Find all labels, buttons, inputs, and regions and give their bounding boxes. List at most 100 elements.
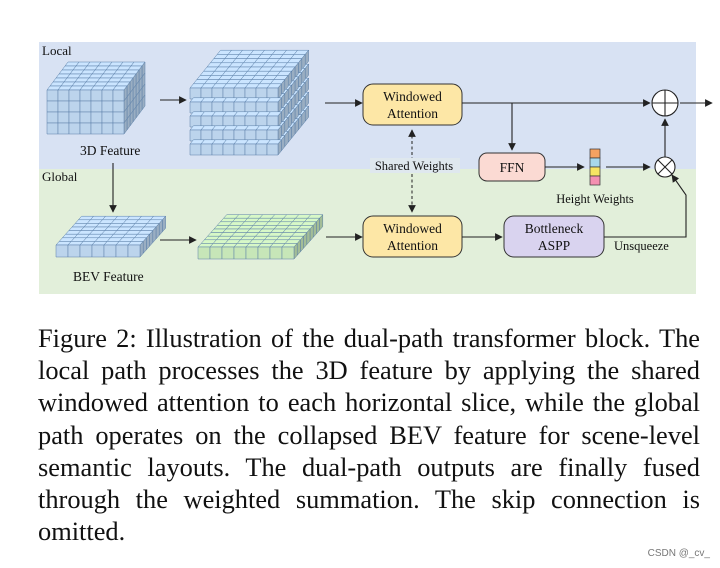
global-label: Global: [42, 169, 78, 184]
height-weight-cell: [589, 166, 601, 177]
cube-cell-front: [255, 101, 268, 114]
cube-cell-front: [211, 143, 224, 156]
cube-cell-front: [68, 122, 81, 135]
cube-cell-front: [222, 87, 235, 100]
cube-cell-front: [233, 101, 246, 114]
bottleneck-line2: ASPP: [538, 238, 570, 253]
cube-cell-front: [91, 244, 105, 258]
cube-cell-front: [244, 115, 257, 128]
cube-cell-front: [255, 143, 268, 156]
bev-feature-processed-grid: [197, 213, 324, 260]
cube-cell-front: [46, 100, 59, 113]
cube-cell-front: [200, 129, 213, 142]
cube-cell-front: [90, 122, 103, 135]
cube-cell-front: [189, 87, 202, 100]
windowed-attention-top-box: [362, 83, 463, 126]
cube-cell-front: [281, 246, 295, 260]
cube-cell-front: [200, 87, 213, 100]
cube-cell-front: [67, 244, 81, 258]
cube-cell-front: [55, 244, 69, 258]
cube-cell-front: [57, 100, 70, 113]
cube-cell-front: [101, 100, 114, 113]
cube-cell-front: [90, 111, 103, 124]
cube-cell-front: [222, 115, 235, 128]
cube-cell-front: [101, 111, 114, 124]
bottleneck-line1: Bottleneck: [525, 221, 584, 236]
cube-cell-front: [211, 87, 224, 100]
cube-cell-front: [244, 101, 257, 114]
cube-cell-front: [233, 143, 246, 156]
cube-cell-front: [101, 89, 114, 102]
cube-cell-front: [222, 101, 235, 114]
shared-weights-label: Shared Weights: [375, 159, 453, 173]
cube-cell-front: [266, 87, 279, 100]
ffn-label: FFN: [500, 160, 525, 175]
multiply-stroke-2: [657, 159, 673, 175]
height-weights-label: Height Weights: [556, 192, 634, 206]
cube-cell-front: [112, 122, 125, 135]
cube-cell-front: [189, 143, 202, 156]
cube-cell-front: [244, 143, 257, 156]
height-weight-cell: [589, 157, 601, 168]
3d-feature-cube: [46, 61, 146, 135]
cube-cell-front: [211, 101, 224, 114]
windowed-attention-top-line2: Attention: [387, 106, 438, 121]
cube-cell-front: [266, 115, 279, 128]
cube-cell-front: [79, 100, 92, 113]
unsqueeze-label: Unsqueeze: [614, 239, 669, 253]
windowed-attention-bottom-line1: Windowed: [383, 221, 442, 236]
cube-cell-front: [90, 89, 103, 102]
cube-cell-front: [221, 246, 235, 260]
cube-cell-front: [200, 115, 213, 128]
cube-cell-front: [211, 115, 224, 128]
3d-feature-label: 3D Feature: [80, 143, 140, 158]
cube-cell-front: [57, 122, 70, 135]
cube-cell-front: [57, 111, 70, 124]
cube-cell-front: [269, 246, 283, 260]
cube-cell-front: [103, 244, 117, 258]
cube-cell-front: [233, 115, 246, 128]
cube-cell-front: [79, 244, 93, 258]
cube-cell-front: [200, 101, 213, 114]
shared-weights-label-bg: [370, 158, 460, 173]
windowed-attention-top-line1: Windowed: [383, 89, 442, 104]
cube-cell-front: [257, 246, 271, 260]
cube-cell-front: [189, 115, 202, 128]
cube-cell-front: [266, 101, 279, 114]
cube-cell-front: [127, 244, 141, 258]
cube-cell-front: [266, 129, 279, 142]
cube-cell-front: [79, 89, 92, 102]
cube-cell-front: [101, 122, 114, 135]
cube-cell-front: [255, 87, 268, 100]
watermark: CSDN @_cv_: [647, 548, 710, 559]
cube-cell-front: [46, 122, 59, 135]
bev-feature-grid: [55, 215, 167, 258]
cube-cell-front: [46, 111, 59, 124]
cube-cell-front: [245, 246, 259, 260]
cube-cell-front: [68, 89, 81, 102]
cube-cell-front: [68, 111, 81, 124]
arrow-unsqueeze-to-multiply: [604, 174, 687, 238]
cube-cell-front: [209, 246, 223, 260]
cube-cell-front: [79, 122, 92, 135]
cube-cell-front: [233, 87, 246, 100]
cube-cell-front: [112, 100, 125, 113]
cube-cell-front: [90, 100, 103, 113]
cube-cell-front: [255, 129, 268, 142]
cube-cell-front: [112, 111, 125, 124]
cube-cell-front: [189, 129, 202, 142]
cube-cell-front: [222, 129, 235, 142]
cube-cell-front: [244, 129, 257, 142]
figure-caption: Figure 2: Illustration of the dual-path …: [38, 323, 700, 547]
cube-cell-front: [115, 244, 129, 258]
dual-path-diagram: Local Global 3D Feature BEV Feature Wind…: [39, 42, 713, 294]
cube-cell-front: [57, 89, 70, 102]
cube-cell-front: [233, 246, 247, 260]
cube-cell-front: [244, 87, 257, 100]
cube-cell-front: [189, 101, 202, 114]
cube-cell-front: [233, 129, 246, 142]
windowed-attention-bottom-line2: Attention: [387, 238, 438, 253]
cube-cell-front: [197, 246, 211, 260]
bev-feature-label: BEV Feature: [73, 269, 144, 284]
cube-cell-front: [211, 129, 224, 142]
